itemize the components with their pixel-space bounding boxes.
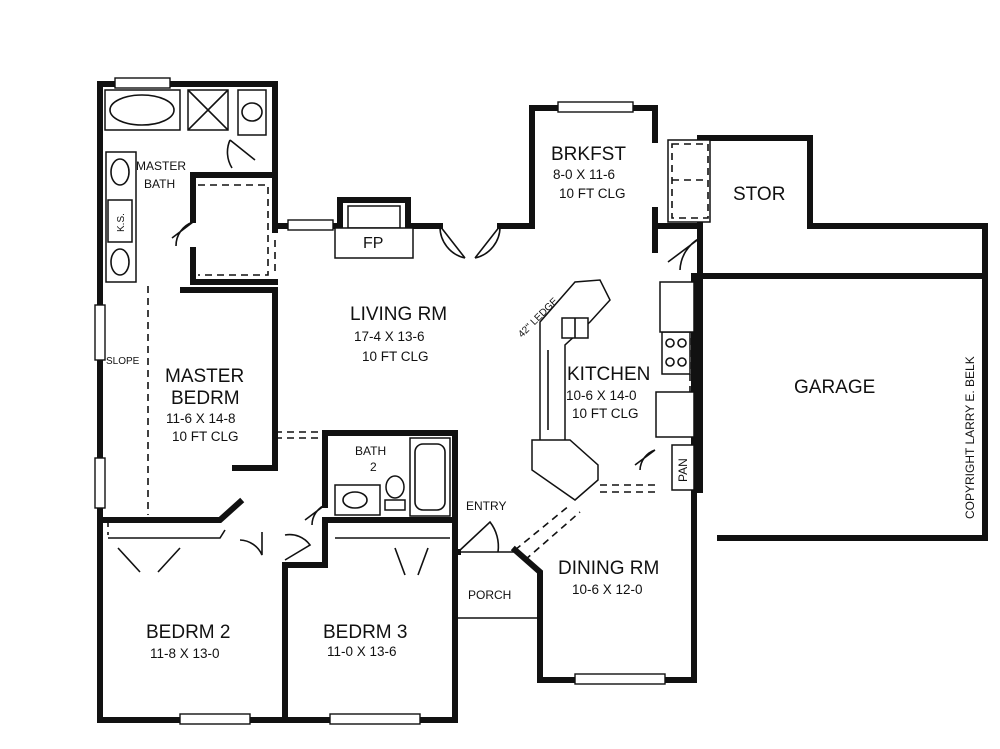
bath2-tub [409,437,451,517]
window-master-bedrm-2 [94,457,106,509]
bath2-label-2: 2 [370,460,377,474]
bath2-vanity [334,484,381,516]
labels: MASTER BATH K.S. BRKFST 8-0 X 11-6 10 FT… [106,144,977,661]
door-hall [239,532,312,561]
living-label: LIVING RM [350,304,447,325]
window-living-left [287,219,334,231]
door-stor [667,237,701,271]
master-bedrm-label-2: BEDRM [171,388,240,409]
ks-label: K.S. [116,213,127,232]
dining-size: 10-6 X 12-0 [572,582,643,597]
living-clg: 10 FT CLG [362,349,429,364]
hearth [334,227,414,259]
fireplace [347,205,401,229]
master-bedrm-label-1: MASTER [165,366,244,387]
dining-label: DINING RM [558,558,659,579]
kitchen-label: KITCHEN [567,364,650,385]
copyright-label: COPYRIGHT LARRY E. BELK [963,356,977,519]
entry-label: ENTRY [466,499,506,513]
brkfst-counter [667,139,711,223]
window-master-bedrm-1 [94,304,106,361]
door-pan [634,449,656,471]
master-bedrm-clg: 10 FT CLG [172,429,239,444]
living-size: 17-4 X 13-6 [354,329,425,344]
door-bath2 [304,504,326,526]
counter-right-lower [655,391,695,438]
master-bath-label-1: MASTER [136,159,186,173]
master-bedrm-size: 11-6 X 14-8 [166,411,236,426]
counter-right [659,281,695,333]
brkfst-clg: 10 FT CLG [559,186,626,201]
brkfst-size: 8-0 X 11-6 [553,167,615,182]
range [661,331,691,375]
bedrm3-label: BEDRM 3 [323,622,407,643]
fixtures [104,89,711,539]
pantry [671,444,695,491]
kitchen-size: 10-6 X 14-0 [566,388,637,403]
door-master-bath [226,139,256,169]
stor-label: STOR [733,184,785,205]
master-bath-label-2: BATH [144,177,175,191]
door-entry [457,520,500,553]
bedrm2-size: 11-8 X 13-0 [150,646,220,661]
door-bedrm3-closet [394,547,429,576]
door-master-closet [171,221,194,247]
porch-outline [458,551,541,619]
bath2-label-1: BATH [355,444,386,458]
bath2-toilet [385,475,405,499]
pan-label: PAN [676,458,690,482]
window-bedrm3 [329,713,421,725]
door-living-patio [439,225,501,259]
window-bedrm2 [179,713,251,725]
kitchen-clg: 10 FT CLG [572,406,639,421]
porch-label: PORCH [468,588,511,602]
bedrm3-size: 11-0 X 13-6 [327,644,397,659]
garage-label: GARAGE [794,377,875,398]
door-bedrm2-closet [117,547,181,573]
window-master-bath [114,77,171,89]
bedrm2-label: BEDRM 2 [146,622,230,643]
fp-label: FP [363,235,383,252]
ks-cabinet [107,199,133,243]
brkfst-label: BRKFST [551,144,626,165]
doors [117,139,701,576]
windows [94,77,666,725]
window-dining [574,673,666,685]
window-brkfst [557,101,634,113]
bathtub [104,89,181,131]
slope-label: SLOPE [106,356,140,367]
